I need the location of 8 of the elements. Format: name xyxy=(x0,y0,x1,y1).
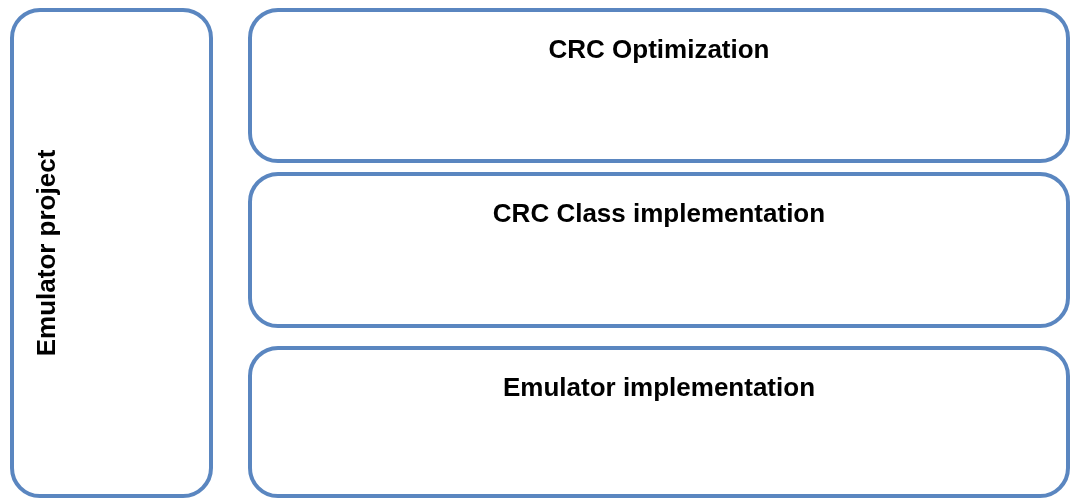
rounded-box xyxy=(10,8,213,498)
rounded-box xyxy=(248,172,1070,328)
rounded-box xyxy=(248,346,1070,498)
rounded-box xyxy=(248,8,1070,163)
box-title: CRC Optimization xyxy=(547,34,771,65)
box-title: Emulator implementation xyxy=(501,372,816,403)
box-title: CRC Class implementation xyxy=(491,198,827,229)
vertical-label: Emulator project xyxy=(31,149,63,357)
